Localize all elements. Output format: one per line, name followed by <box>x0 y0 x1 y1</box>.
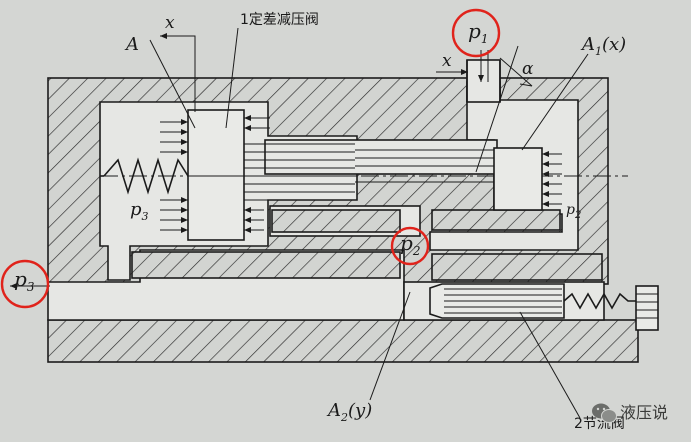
label-valve1: 1定差减压阀 <box>240 12 319 28</box>
inner-bar-lower <box>131 251 401 279</box>
wechat-icon <box>592 403 617 423</box>
label-a: A <box>124 34 139 55</box>
label-p1: p1 <box>468 19 488 46</box>
inner-bar-right-lower <box>431 253 603 281</box>
spool-bore <box>264 139 498 175</box>
label-x-right: x <box>442 51 452 71</box>
label-a2y: A2(y) <box>326 400 372 424</box>
throttle-spring <box>563 292 636 310</box>
ring-p1 <box>451 8 501 58</box>
reducing-valve-spool <box>100 109 628 241</box>
label-valve2: 2节流阀 <box>574 416 625 432</box>
label-a1x: A1(x) <box>580 34 626 58</box>
label-p3-out: p3 <box>14 267 35 294</box>
right-piston <box>493 147 562 211</box>
base-plate <box>47 319 639 363</box>
inner-bar-right-upper <box>431 209 561 231</box>
leader-lines <box>10 27 589 419</box>
pressure-arrows-left <box>160 115 270 233</box>
inner-bar-upper <box>271 209 401 233</box>
throttle-valve <box>429 283 659 331</box>
label-alpha: α <box>522 59 534 79</box>
label-x-top: x <box>165 13 175 33</box>
watermark-text: 液压说 <box>620 403 668 422</box>
labels: 1定差减压阀 x A p1 x α A1(x) p3 p2 p2 p3 A2(y… <box>14 12 626 432</box>
label-p2-right: p2 <box>566 202 581 221</box>
label-p2-mid: p2 <box>400 231 420 258</box>
adjusting-knob <box>635 285 659 331</box>
p1-inlet-port <box>466 59 501 103</box>
ring-p3 <box>0 259 50 309</box>
reducing-valve-spring <box>103 157 189 195</box>
label-p3-left: p3 <box>130 199 149 223</box>
ring-p2 <box>390 226 430 266</box>
highlight-rings <box>0 8 501 309</box>
watermark: 液压说 <box>592 403 668 423</box>
